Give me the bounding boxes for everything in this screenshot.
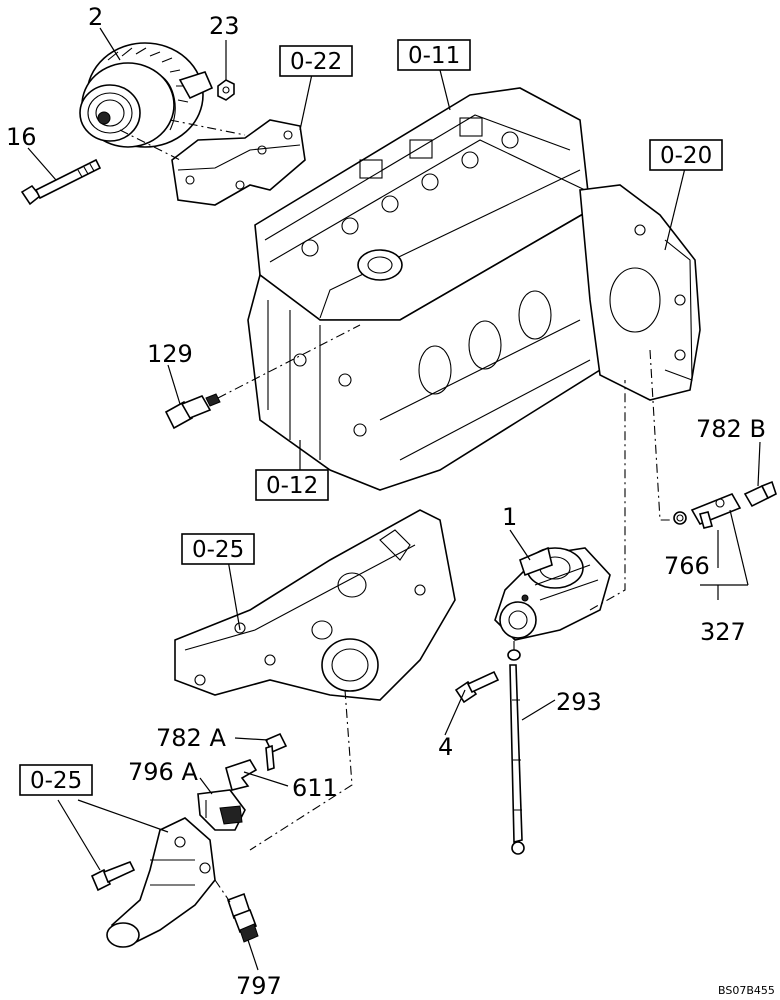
bolt-icon[interactable]: [20, 158, 102, 206]
bolt-icon[interactable]: [743, 480, 777, 508]
callout-4: 4: [438, 733, 453, 761]
ref-box-0-25-manifold[interactable]: 0-25: [181, 533, 255, 565]
o-ring-icon[interactable]: [673, 511, 687, 525]
alternator-icon[interactable]: [79, 42, 214, 148]
ref-label: 0-20: [660, 143, 712, 169]
callout-611: 611: [292, 774, 338, 802]
ref-box-0-11[interactable]: 0-11: [397, 39, 471, 71]
callout-1: 1: [502, 503, 517, 531]
ref-label: 0-25: [192, 537, 244, 563]
ref-label: 0-25: [30, 768, 82, 794]
callout-129: 129: [147, 340, 193, 368]
bolt-icon[interactable]: [264, 732, 288, 772]
callout-2: 2: [88, 3, 103, 31]
ref-box-0-22[interactable]: 0-22: [279, 45, 353, 77]
ref-label: 0-22: [290, 49, 342, 75]
intake-manifold-icon[interactable]: [174, 509, 456, 851]
sensor-bracket-icon[interactable]: [225, 759, 258, 791]
callout-23: 23: [209, 12, 240, 40]
callout-766: 766: [664, 552, 710, 580]
engine-block-icon[interactable]: [247, 87, 701, 491]
callout-796a: 796 A: [128, 758, 198, 786]
bolt-icon[interactable]: [454, 670, 500, 704]
temperature-sensor-icon[interactable]: [164, 324, 361, 430]
ref-label: 0-12: [266, 473, 318, 499]
bolt-icon[interactable]: [90, 860, 136, 892]
alternator-bracket-icon[interactable]: [119, 119, 306, 206]
ref-label: 0-11: [408, 43, 460, 69]
battery-cable-icon[interactable]: [507, 640, 525, 855]
callout-16: 16: [6, 123, 37, 151]
ref-box-0-12[interactable]: 0-12: [255, 469, 329, 501]
drawing-code: BS07B455: [718, 984, 775, 997]
speed-sensor-icon[interactable]: [690, 492, 742, 529]
ref-box-0-20[interactable]: 0-20: [649, 139, 723, 171]
callout-327: 327: [700, 618, 746, 646]
callout-293: 293: [556, 688, 602, 716]
starter-motor-icon[interactable]: [494, 380, 626, 641]
callout-797: 797: [236, 972, 282, 1000]
nut-icon[interactable]: [217, 79, 235, 101]
callout-782b: 782 B: [696, 415, 766, 443]
temperature-sensor-icon[interactable]: [214, 879, 259, 943]
ref-box-0-25-outlet[interactable]: 0-25: [19, 764, 93, 796]
callout-782a: 782 A: [156, 724, 226, 752]
water-outlet-pipe-icon[interactable]: [106, 817, 216, 948]
speed-sensor-icon[interactable]: [197, 789, 246, 831]
